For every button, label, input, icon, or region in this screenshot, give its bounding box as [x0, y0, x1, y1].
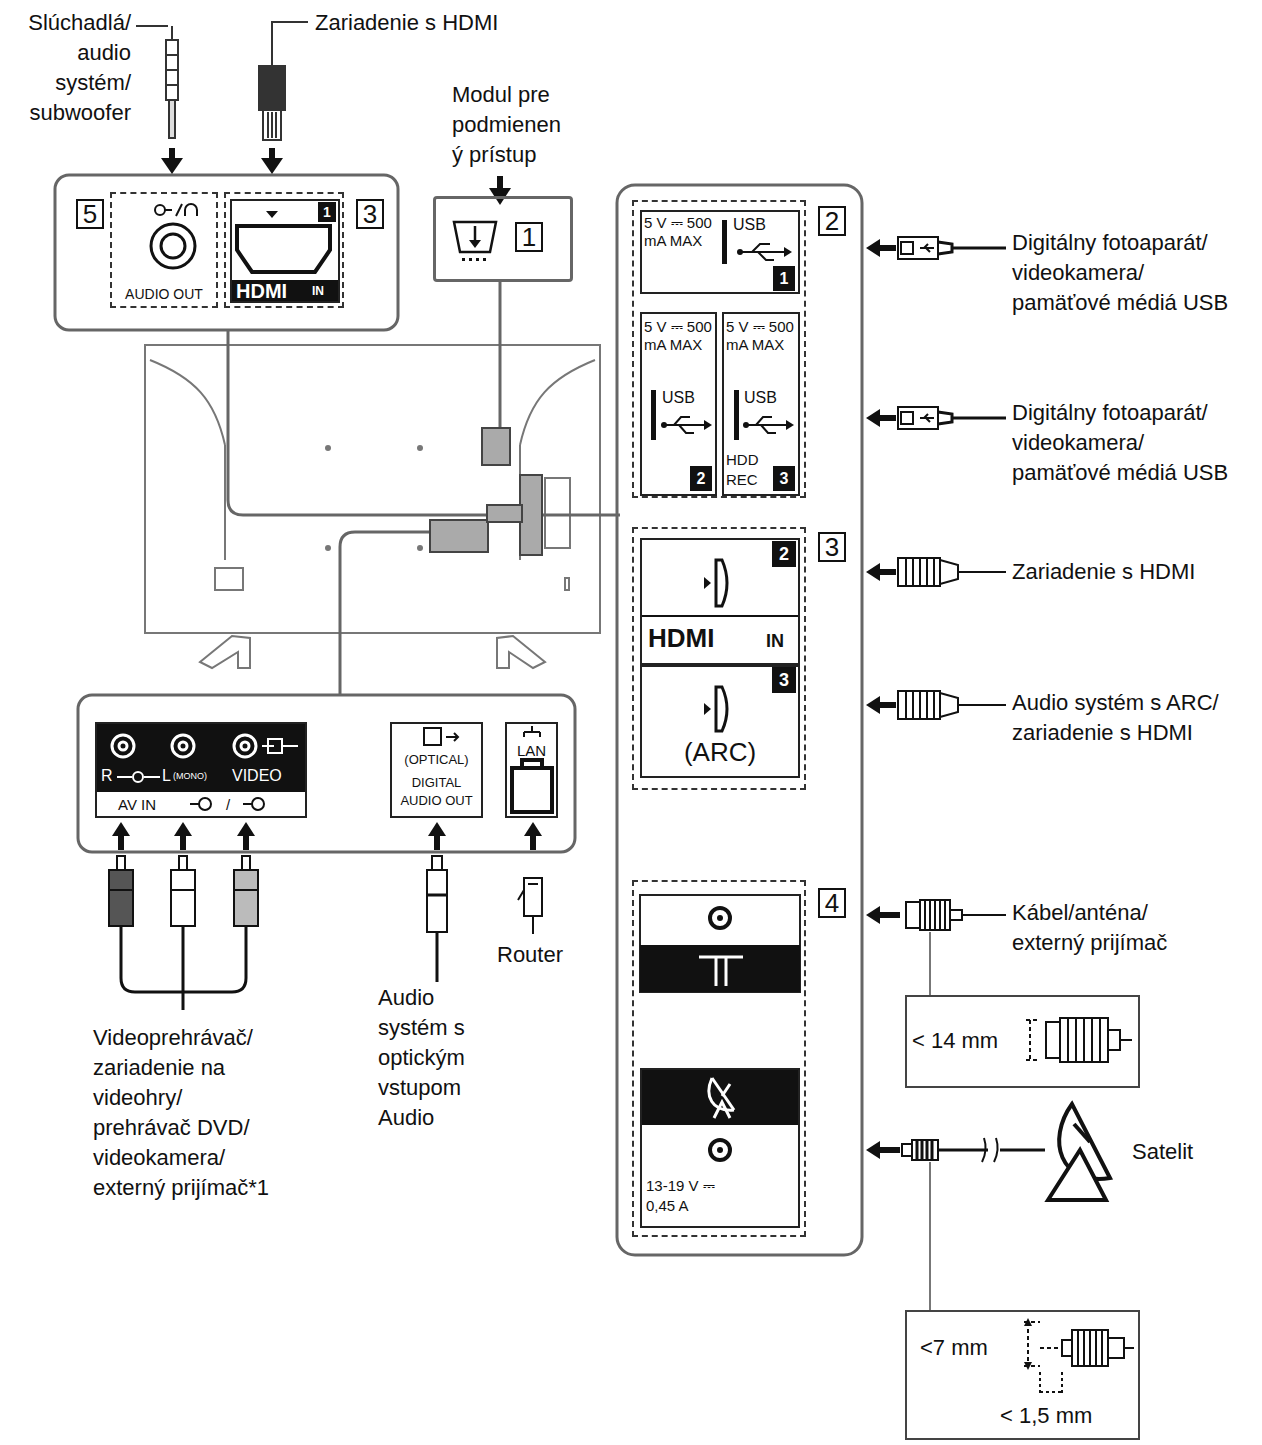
satellite-port: 13-19 V ⎓ 0,45 A [640, 1068, 800, 1228]
device-label: Audio systém s ARC/ zariadenie s HDMI [1012, 688, 1237, 748]
pin-name: L [162, 766, 174, 786]
port-number: 3 [773, 466, 795, 491]
device-label: Zariadenie s HDMI [315, 8, 545, 38]
hdmi-group: 31HDMIIN [224, 192, 344, 308]
hdmi-logo: HDMI [236, 279, 312, 303]
usb-port: 5 V ⎓ 500 mA MAX USB 1 [640, 210, 800, 294]
device-label: Audio systém s optickým vstupom Audio [378, 983, 502, 1133]
port-label: HDD REC [726, 450, 772, 490]
port-label: USB [733, 215, 783, 235]
port-number: 3 [772, 667, 796, 693]
usb-port: 5 V ⎓ 500 mA MAX USB 2 [640, 312, 717, 496]
port-label: USB [662, 388, 710, 408]
dimension: <7 mm [920, 1334, 1020, 1362]
hdmi-port: 1HDMIIN [230, 199, 340, 303]
callout-number: 4 [818, 888, 846, 918]
callout-number: 3 [356, 199, 384, 229]
device-label: Zariadenie s HDMI [1012, 557, 1252, 587]
port-label: LAN [507, 741, 556, 760]
port-label: (OPTICAL) [392, 752, 481, 768]
power-rating: 5 V ⎓ 500 mA MAX [644, 214, 714, 250]
dimension: < 14 mm [912, 1027, 1027, 1055]
usb-group: 2 5 V ⎓ 500 mA MAX USB 1 5 V ⎓ 500 mA MAX USB… [632, 200, 806, 498]
port-number: 1 [773, 266, 795, 291]
device-label: Kábel/anténa/ externý prijímač [1012, 898, 1212, 958]
power-rating: 5 V ⎓ 500 mA MAX [726, 318, 796, 354]
cam-slot-panel: 1 [433, 196, 573, 282]
usb-port: 5 V ⎓ 500 mA MAX USB HDD REC3 [722, 312, 800, 496]
port-label: IN [766, 630, 798, 653]
device-label: Satelit [1132, 1137, 1252, 1167]
device-label: Digitálny fotoaparát/ videokamera/ pamäť… [1012, 398, 1238, 488]
port-label: AUDIO OUT [112, 285, 216, 303]
port-label: AV IN [118, 795, 182, 814]
lan-port: LAN [505, 722, 558, 818]
callout-number: 2 [818, 206, 846, 236]
device-label: Router [497, 940, 597, 970]
audio-out-group: 5AUDIO OUT [110, 192, 218, 308]
port-label: IN [312, 284, 336, 299]
hdmi-port: 2HDMIIN [640, 538, 800, 665]
device-label: Digitálny fotoaparát/ videokamera/ pamäť… [1012, 228, 1238, 318]
antenna-group: 413-19 V ⎓ 0,45 A [632, 880, 806, 1237]
av-in-port: R L(MONO) VIDEO AV IN / [95, 722, 307, 818]
callout-number: 5 [76, 199, 104, 229]
hdmi-group: 32HDMIIN3(ARC) [632, 527, 806, 790]
device-label: Videoprehrávač/ zariadenie na videohry/ … [93, 1023, 283, 1203]
port-label: USB [744, 388, 792, 408]
device-label: Modul pre podmienen ý prístup [452, 80, 570, 170]
port-number: 2 [690, 466, 712, 491]
hdmi-arc-port: 3 (ARC) [640, 665, 800, 778]
hdmi-logo: HDMI [648, 622, 766, 654]
dimension-box: <7 mm < 1,5 mm [905, 1310, 1140, 1440]
port-label: DIGITAL AUDIO OUT [392, 774, 481, 810]
port-label: / [226, 795, 238, 814]
power-rating: 13-19 V ⎓ 0,45 A [646, 1176, 730, 1216]
pin-name: R [101, 766, 117, 786]
port-label: (ARC) [650, 736, 790, 768]
port-number: 1 [318, 202, 336, 222]
callout-number: 1 [515, 222, 543, 252]
device-label: Slúchadlá/ audio systém/ subwoofer [5, 8, 131, 128]
pin-name: (MONO) [173, 771, 213, 782]
optical-port: (OPTICAL) DIGITAL AUDIO OUT [390, 722, 483, 818]
callout-number: 3 [818, 532, 846, 562]
pin-name: VIDEO [232, 766, 294, 786]
dimension: < 1,5 mm [1000, 1402, 1130, 1430]
dimension-box: < 14 mm [905, 995, 1140, 1088]
port-number: 2 [772, 541, 796, 567]
power-rating: 5 V ⎓ 500 mA MAX [644, 318, 714, 354]
